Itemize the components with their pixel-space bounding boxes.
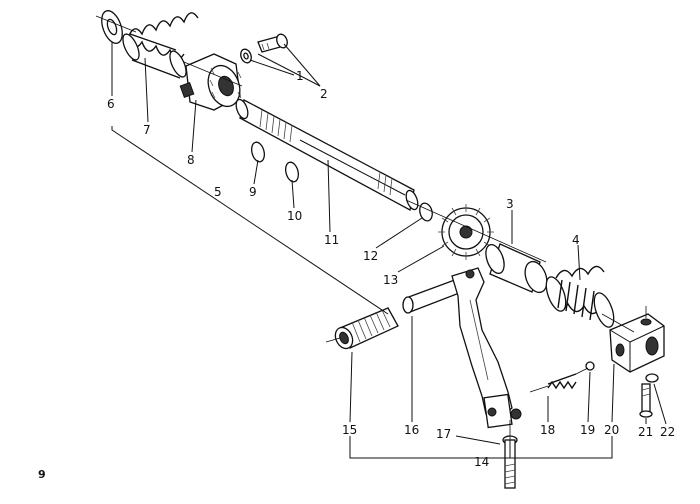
- part-2-bolt: [257, 33, 288, 53]
- callout-3: 3: [506, 197, 514, 211]
- part-3-bushing: [485, 243, 548, 294]
- callout-7: 7: [143, 123, 151, 137]
- part-4-coil-spring: [545, 265, 615, 328]
- assembly-axis-lines: [95, 15, 647, 440]
- callout-15: 15: [342, 423, 357, 437]
- callout-1: 1: [296, 69, 304, 83]
- callout-6: 6: [107, 97, 115, 111]
- part-15-grip: [334, 307, 399, 350]
- callout-4: 4: [572, 233, 580, 247]
- part-13-gear: [438, 204, 494, 260]
- callout-12: 12: [363, 249, 378, 263]
- part-1-lock-washer: [240, 48, 252, 64]
- part-22-washer: [645, 373, 659, 383]
- callout-20: 20: [604, 423, 619, 437]
- part-8-ratchet-sleeve: [179, 53, 242, 111]
- part-6-washer: [101, 10, 123, 44]
- part-11-shaft: [235, 98, 419, 211]
- callout-18: 18: [540, 423, 555, 437]
- part-18-detent-spring: [547, 373, 577, 390]
- callout-14: 14: [474, 455, 489, 469]
- part-20-clamp-block: [609, 313, 665, 373]
- callout-19: 19: [580, 423, 595, 437]
- part-7-spring: [122, 12, 199, 79]
- callout-11: 11: [324, 233, 339, 247]
- callout-10: 10: [287, 209, 302, 223]
- callout-5: 5: [214, 185, 222, 199]
- callout-16: 16: [404, 423, 419, 437]
- callout-22: 22: [660, 425, 675, 439]
- callout-13: 13: [383, 273, 398, 287]
- callout-17: 17: [436, 427, 451, 441]
- page-number: 9: [38, 468, 46, 481]
- callout-8: 8: [187, 153, 195, 167]
- callout-21: 21: [638, 425, 653, 439]
- callout-9: 9: [249, 185, 257, 199]
- part-9-circlip: [251, 141, 265, 163]
- callout-leader-lines: [111, 42, 667, 459]
- callout-2: 2: [320, 87, 328, 101]
- part-16-kick-lever: [402, 267, 522, 429]
- part-21-bolt: [639, 383, 653, 418]
- part-10-circlip: [285, 161, 299, 183]
- callout-labels: 1 2 3 4 5 6 7 8 9 10 11 12 13 14 15 16 1…: [107, 69, 675, 469]
